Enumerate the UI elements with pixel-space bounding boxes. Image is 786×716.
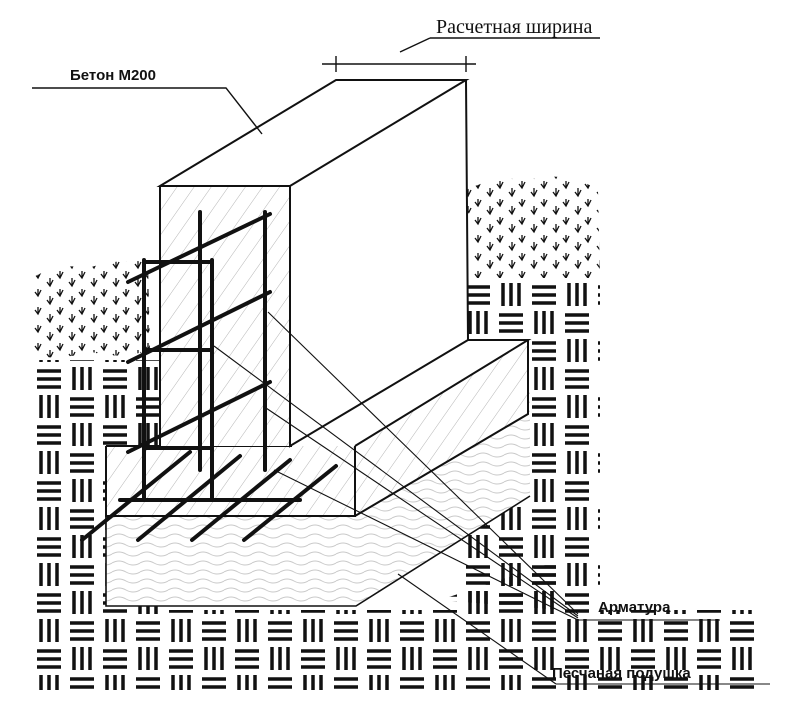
foundation-wall (156, 79, 470, 448)
concrete-label: Бетон М200 (70, 67, 156, 84)
rebar-label: Арматура (598, 599, 671, 616)
concrete-leader (32, 87, 263, 135)
grass-right (456, 176, 600, 278)
sand-leader (397, 573, 770, 685)
sand-cushion (105, 392, 531, 607)
grass-left (32, 260, 150, 358)
sand-label: Песчаная подушка (552, 665, 691, 682)
width-dimension (322, 37, 600, 72)
reinforcement-cage (80, 210, 338, 542)
width-label: Расчетная ширина (436, 16, 592, 38)
rebar-leaders (213, 311, 720, 621)
